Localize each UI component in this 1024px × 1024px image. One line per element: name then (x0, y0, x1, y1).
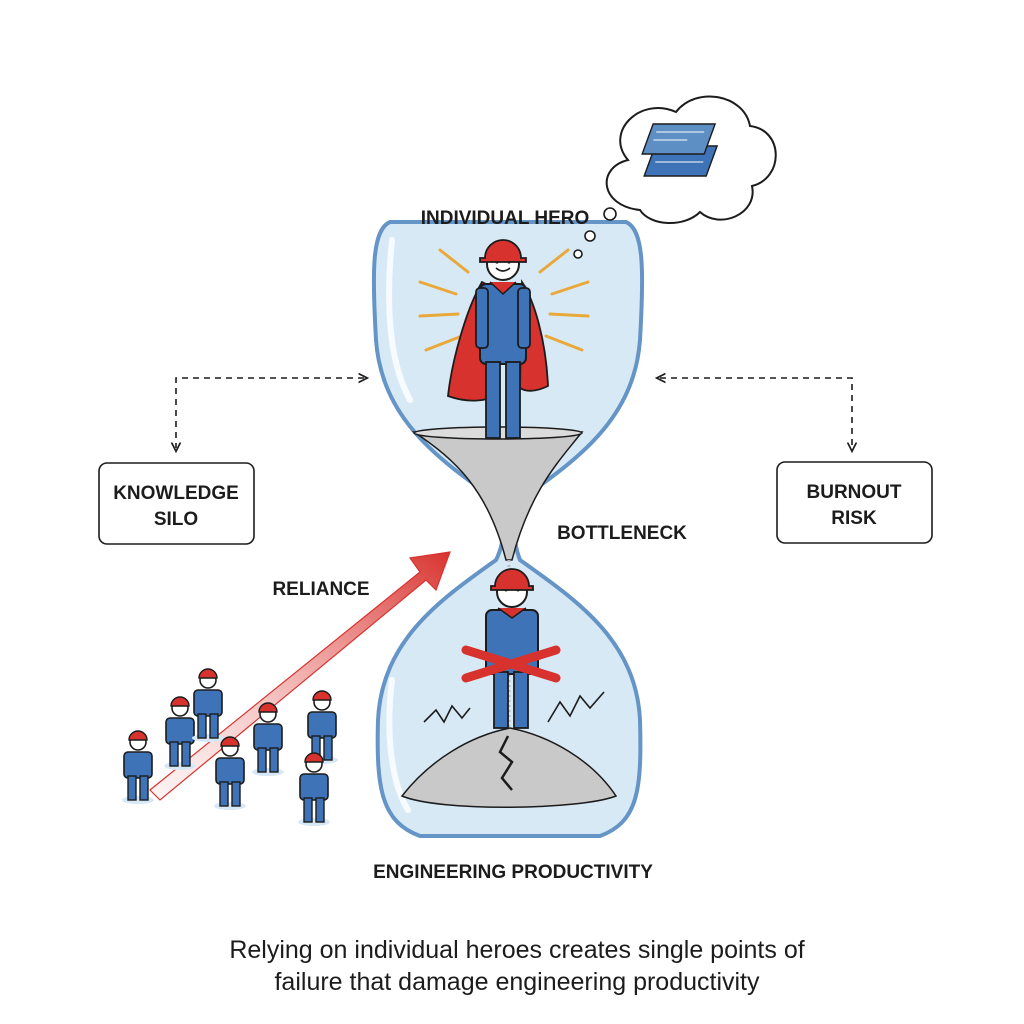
dashed-arrow-left (176, 378, 364, 448)
burnout-risk-label-line2: RISK (831, 508, 877, 529)
caption-line-2: failure that damage engineering producti… (274, 968, 760, 996)
knowledge-silo-box (98, 462, 255, 545)
burst-rays (418, 248, 590, 352)
top-sand (411, 431, 584, 561)
knowledge-silo-label-line1: KNOWLEDGE (113, 483, 239, 504)
dashed-arrow-right (660, 378, 852, 448)
burnout-risk-label-line1: BURNOUT (807, 482, 902, 503)
engineering-productivity-label: ENGINEERING PRODUCTIVITY (373, 862, 653, 883)
burnout-risk-box (776, 461, 933, 544)
crossed-out-worker-icon (461, 568, 561, 729)
team-worker (121, 730, 155, 805)
bottleneck-label: BOTTLENECK (557, 523, 687, 544)
team-worker (297, 752, 331, 827)
helmet (479, 239, 527, 263)
thought-cloud-blueprint-icon (573, 95, 777, 259)
worker-group-icon (121, 668, 339, 827)
hourglass (371, 220, 645, 838)
caption-line-1: Relying on individual heroes creates sin… (229, 936, 804, 964)
knowledge-silo-label-line2: SILO (154, 509, 198, 530)
team-worker (191, 668, 225, 743)
x-mark-icon (461, 645, 561, 683)
individual-hero-label: INDIVIDUAL HERO (421, 208, 590, 229)
crack-icon (498, 735, 514, 791)
reliance-label: RELIANCE (272, 579, 369, 600)
superhero-worker-icon (418, 239, 590, 439)
